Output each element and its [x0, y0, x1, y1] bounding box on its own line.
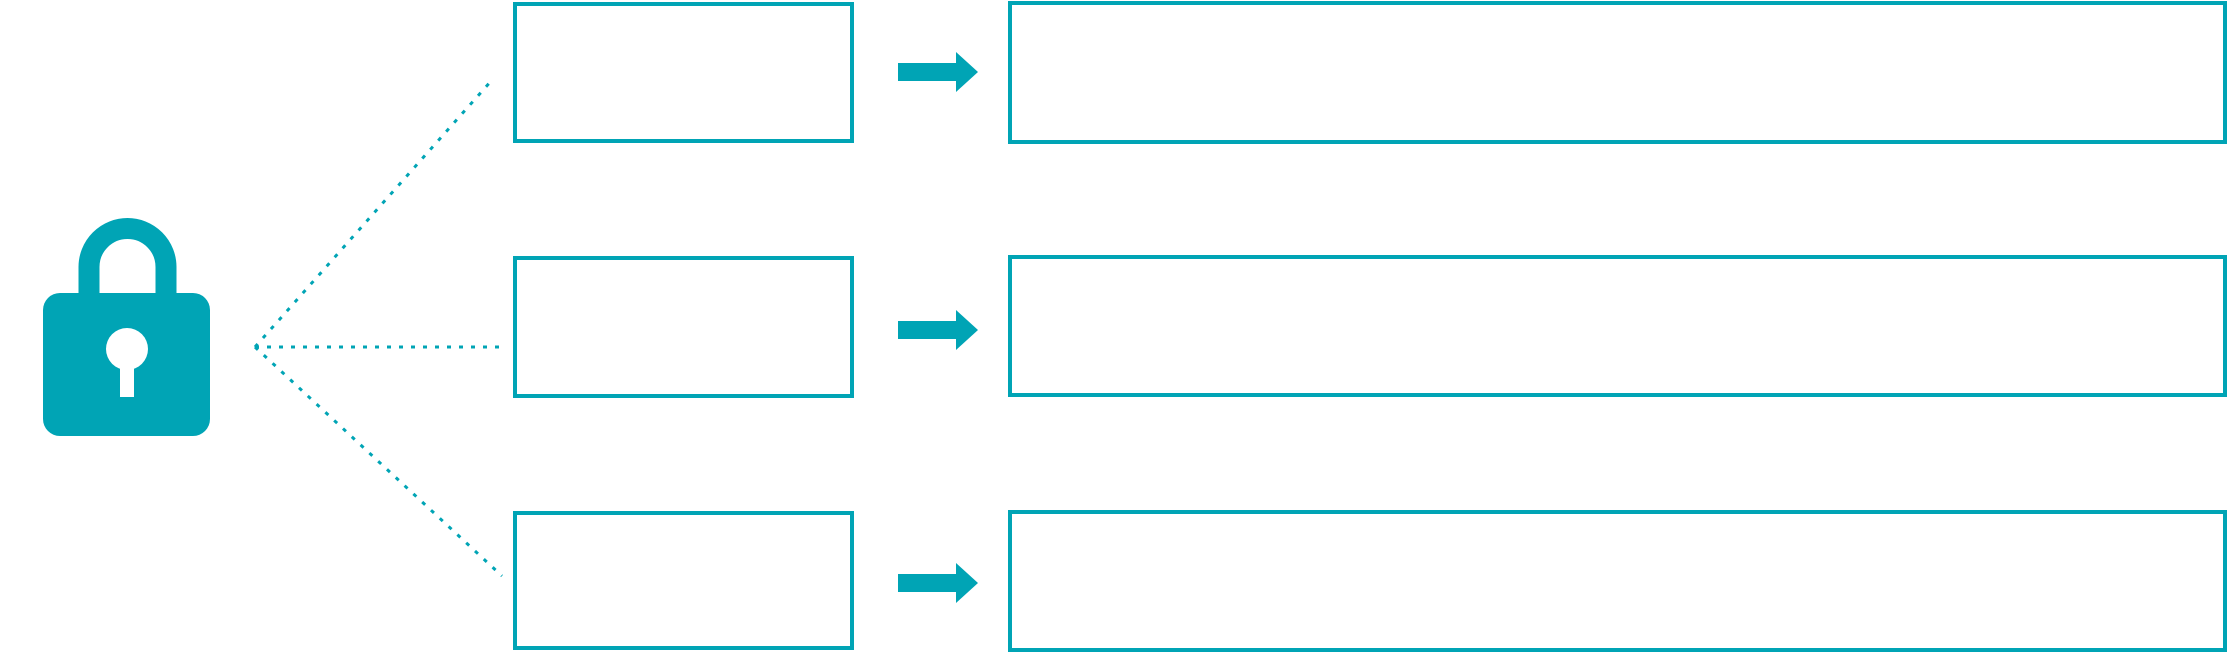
arrow-right-shape [898, 310, 978, 350]
small-box-row-3 [513, 511, 854, 650]
arrow-right-icon [898, 52, 978, 92]
arrow-right-shape [898, 52, 978, 92]
arrow-right-shape [898, 563, 978, 603]
arrow-right-icon [898, 310, 978, 350]
small-box-row-1 [513, 2, 854, 143]
small-box-row-2 [513, 256, 854, 398]
lock-shackle [78, 218, 177, 302]
dotted-line-top [253, 79, 494, 348]
arrow-right-icon [898, 563, 978, 603]
big-box-row-2 [1008, 255, 2227, 397]
big-box-row-3 [1008, 510, 2227, 652]
lock-keyhole-stem [120, 349, 134, 397]
big-box-row-1 [1008, 1, 2227, 144]
dotted-line-bottom [253, 345, 504, 578]
lock-icon [43, 218, 210, 436]
